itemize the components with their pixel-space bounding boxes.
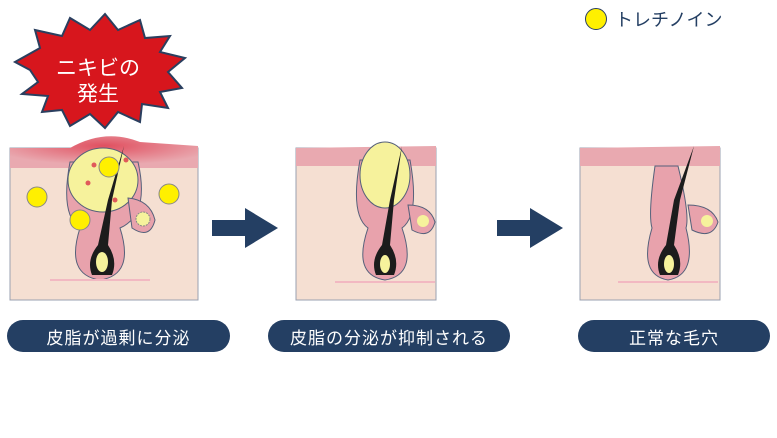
tretinoin-dots (26, 156, 180, 231)
arrow-right-icon (497, 208, 563, 248)
yellow-dot-icon (585, 8, 607, 30)
acne-burst: ニキビの 発生 (12, 12, 188, 130)
step-label-normal-pore: 正常な毛穴 (578, 320, 770, 352)
legend-label: トレチノイン (615, 10, 723, 31)
burst-line1: ニキビの (56, 56, 140, 80)
legend: トレチノイン (585, 6, 722, 32)
step-label-excess-sebum: 皮脂が過剰に分泌 (7, 320, 230, 352)
step-label-sebum-suppressed: 皮脂の分泌が抑制される (268, 320, 510, 352)
skin-panel-suppressed (295, 141, 437, 301)
skin-panel-normal (579, 146, 721, 301)
skin-panel-acne (9, 136, 199, 301)
sebum-plug (67, 147, 139, 213)
arrow-right-icon (212, 208, 278, 248)
burst-line2: 発生 (77, 82, 119, 106)
